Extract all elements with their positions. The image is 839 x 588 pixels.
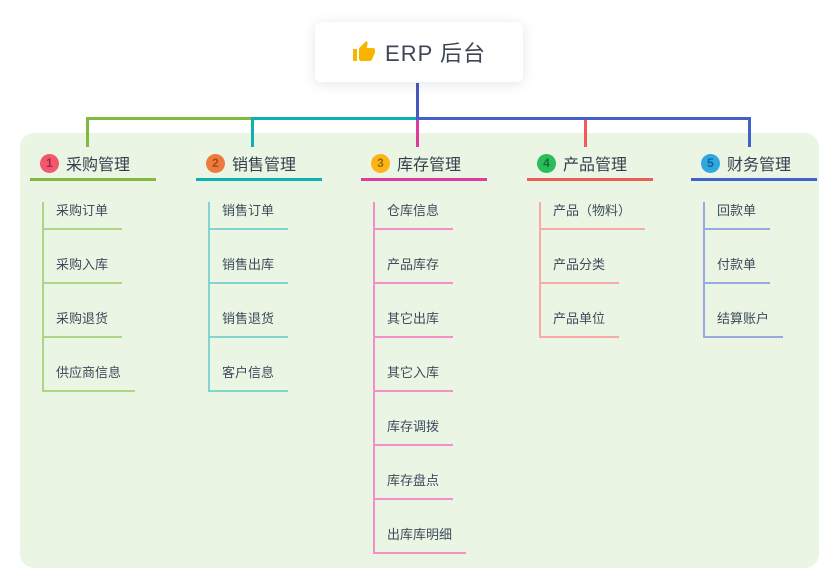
child-node[interactable]: 产品单位 (539, 310, 620, 338)
root-connector-line (416, 83, 419, 120)
child-node[interactable]: 供应商信息 (42, 364, 136, 392)
branch-title-1[interactable]: 1 采购管理 (30, 148, 156, 181)
child-node[interactable]: 销售订单 (208, 202, 289, 230)
spine-branch-2 (251, 117, 419, 120)
child-node[interactable]: 库存盘点 (373, 472, 454, 500)
branch-title-label: 采购管理 (66, 157, 131, 174)
spine-branch-1 (86, 117, 251, 120)
child-node[interactable]: 回款单 (703, 202, 771, 230)
root-node-label: ERP 后台 (385, 41, 486, 66)
branch-title-label: 库存管理 (397, 157, 462, 174)
child-node[interactable]: 产品分类 (539, 256, 620, 284)
drop-branch-2 (251, 117, 254, 147)
child-node[interactable]: 客户信息 (208, 364, 289, 392)
drop-branch-1 (86, 117, 89, 147)
mindmap-panel (20, 133, 819, 568)
branch-children: 产品（物料） 产品分类产品单位 (539, 202, 653, 338)
priority-badge-icon: 4 (537, 153, 556, 173)
child-node[interactable]: 产品库存 (373, 256, 454, 284)
priority-badge-icon: 3 (371, 153, 390, 173)
priority-badge-icon: 1 (40, 153, 59, 173)
branch-title-4[interactable]: 4 产品管理 (527, 148, 653, 181)
branch-1: 1 采购管理采购订单采购入库采购退货供应商信息 (30, 148, 156, 392)
child-node[interactable]: 付款单 (703, 256, 771, 284)
branch-2: 2 销售管理销售订单销售出库销售退货客户信息 (196, 148, 322, 392)
branch-title-2[interactable]: 2 销售管理 (196, 148, 322, 181)
priority-badge-icon: 5 (701, 153, 720, 173)
child-node[interactable]: 采购订单 (42, 202, 123, 230)
branch-4: 4 产品管理产品（物料） 产品分类产品单位 (527, 148, 653, 338)
thumbs-up-icon (352, 40, 376, 64)
priority-badge-icon: 2 (206, 153, 225, 173)
branch-3: 3 库存管理仓库信息产品库存其它出库其它入库库存调拨库存盘点出库库明细 (361, 148, 487, 554)
branch-children: 采购订单采购入库采购退货供应商信息 (42, 202, 156, 392)
drop-branch-3 (416, 120, 419, 147)
drop-branch-5 (748, 117, 751, 147)
child-node[interactable]: 仓库信息 (373, 202, 454, 230)
child-node[interactable]: 产品（物料） (539, 202, 646, 230)
child-node[interactable]: 出库库明细 (373, 526, 467, 554)
child-node[interactable]: 销售出库 (208, 256, 289, 284)
branch-title-label: 财务管理 (727, 157, 792, 174)
child-node[interactable]: 采购入库 (42, 256, 123, 284)
branch-title-5[interactable]: 5 财务管理 (691, 148, 817, 181)
branch-title-label: 销售管理 (232, 157, 297, 174)
spine-branch-5 (416, 117, 751, 120)
drop-branch-4 (584, 120, 587, 147)
child-node[interactable]: 其它入库 (373, 364, 454, 392)
branch-title-3[interactable]: 3 库存管理 (361, 148, 487, 181)
branch-children: 仓库信息产品库存其它出库其它入库库存调拨库存盘点出库库明细 (373, 202, 487, 554)
child-node[interactable]: 库存调拨 (373, 418, 454, 446)
branch-children: 销售订单销售出库销售退货客户信息 (208, 202, 322, 392)
child-node[interactable]: 采购退货 (42, 310, 123, 338)
branch-5: 5 财务管理回款单付款单结算账户 (691, 148, 817, 338)
child-node[interactable]: 结算账户 (703, 310, 784, 338)
branch-title-label: 产品管理 (563, 157, 628, 174)
root-node[interactable]: ERP 后台 (315, 22, 523, 82)
branch-children: 回款单付款单结算账户 (703, 202, 817, 338)
child-node[interactable]: 其它出库 (373, 310, 454, 338)
child-node[interactable]: 销售退货 (208, 310, 289, 338)
